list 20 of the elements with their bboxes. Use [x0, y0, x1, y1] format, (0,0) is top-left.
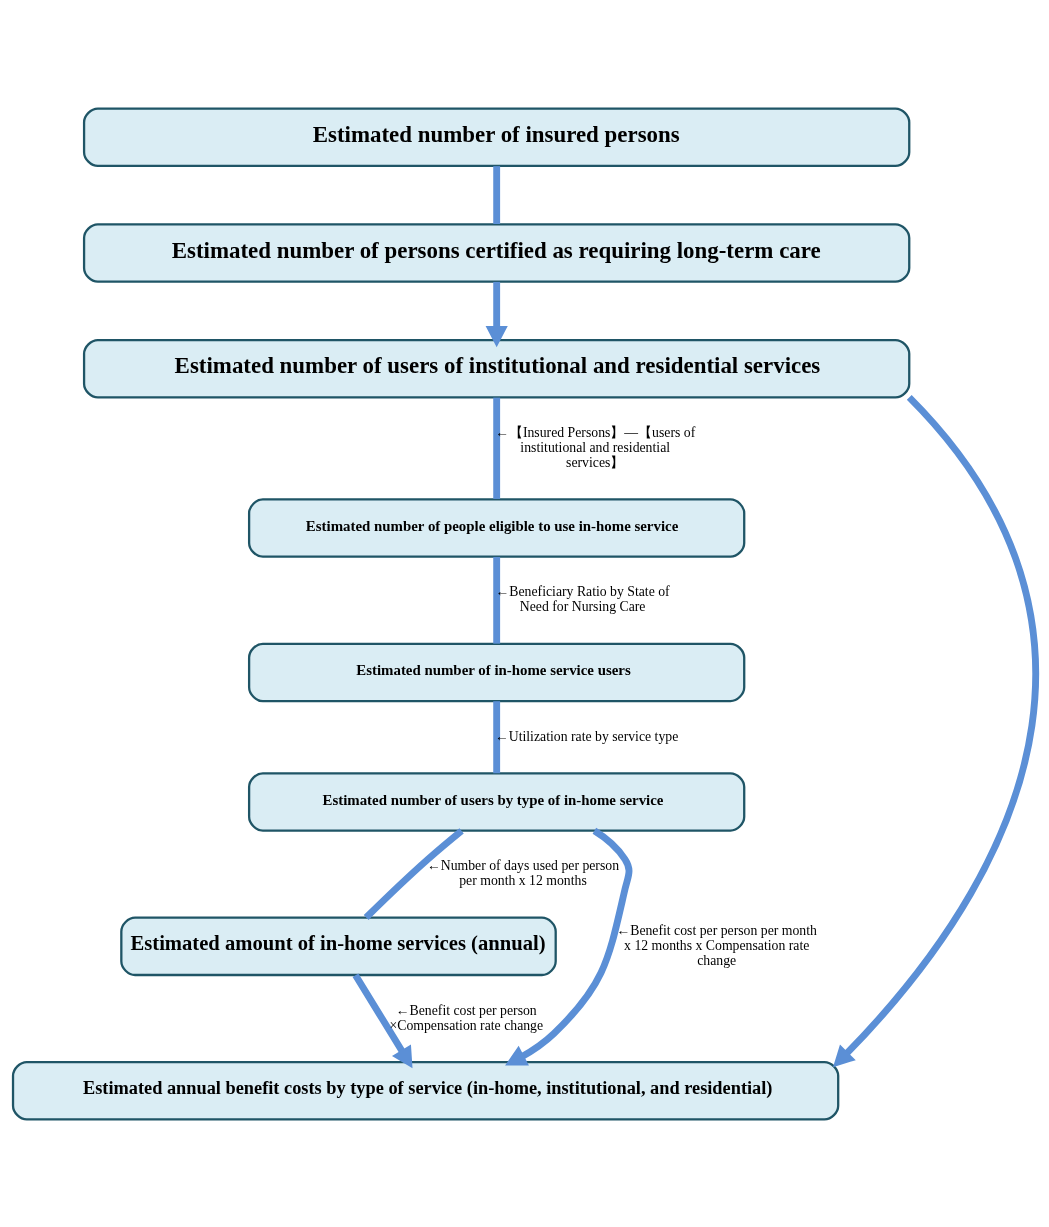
- arrow: [833, 394, 1040, 1067]
- edge-label: ←Benefit cost per person ×Compensation rate change: [389, 1002, 544, 1033]
- node-box: Estimated number of insured persons: [82, 106, 911, 167]
- arrow: [485, 281, 508, 347]
- connector: [493, 556, 501, 644]
- node-box: Estimated number of people eligible to use in-home service: [247, 497, 746, 558]
- edge-label: ←Number of days used per person per month x 12 months: [426, 857, 620, 888]
- node-box: Estimated number of users by type of in-home service: [247, 771, 746, 832]
- connector: [493, 397, 501, 499]
- edge-label: ←Benefit cost per person per month x 12 months x Compensation rate change: [616, 922, 817, 968]
- node-box: Estimated number of users of institutional and residential services: [82, 338, 911, 399]
- connector: [493, 700, 501, 773]
- arrow: [505, 827, 633, 1066]
- connector: [363, 827, 464, 920]
- arrow: [352, 972, 413, 1068]
- node-box: Estimated annual benefit costs by type of service (in-home, institutional, and residential): [11, 1060, 840, 1121]
- node-box: Estimated amount of in-home services (annual): [120, 916, 557, 976]
- connector: [493, 165, 501, 224]
- node-box: Estimated number of persons certified as requiring long-term care: [82, 222, 911, 283]
- node-box: Estimated number of in-home service users: [247, 642, 746, 702]
